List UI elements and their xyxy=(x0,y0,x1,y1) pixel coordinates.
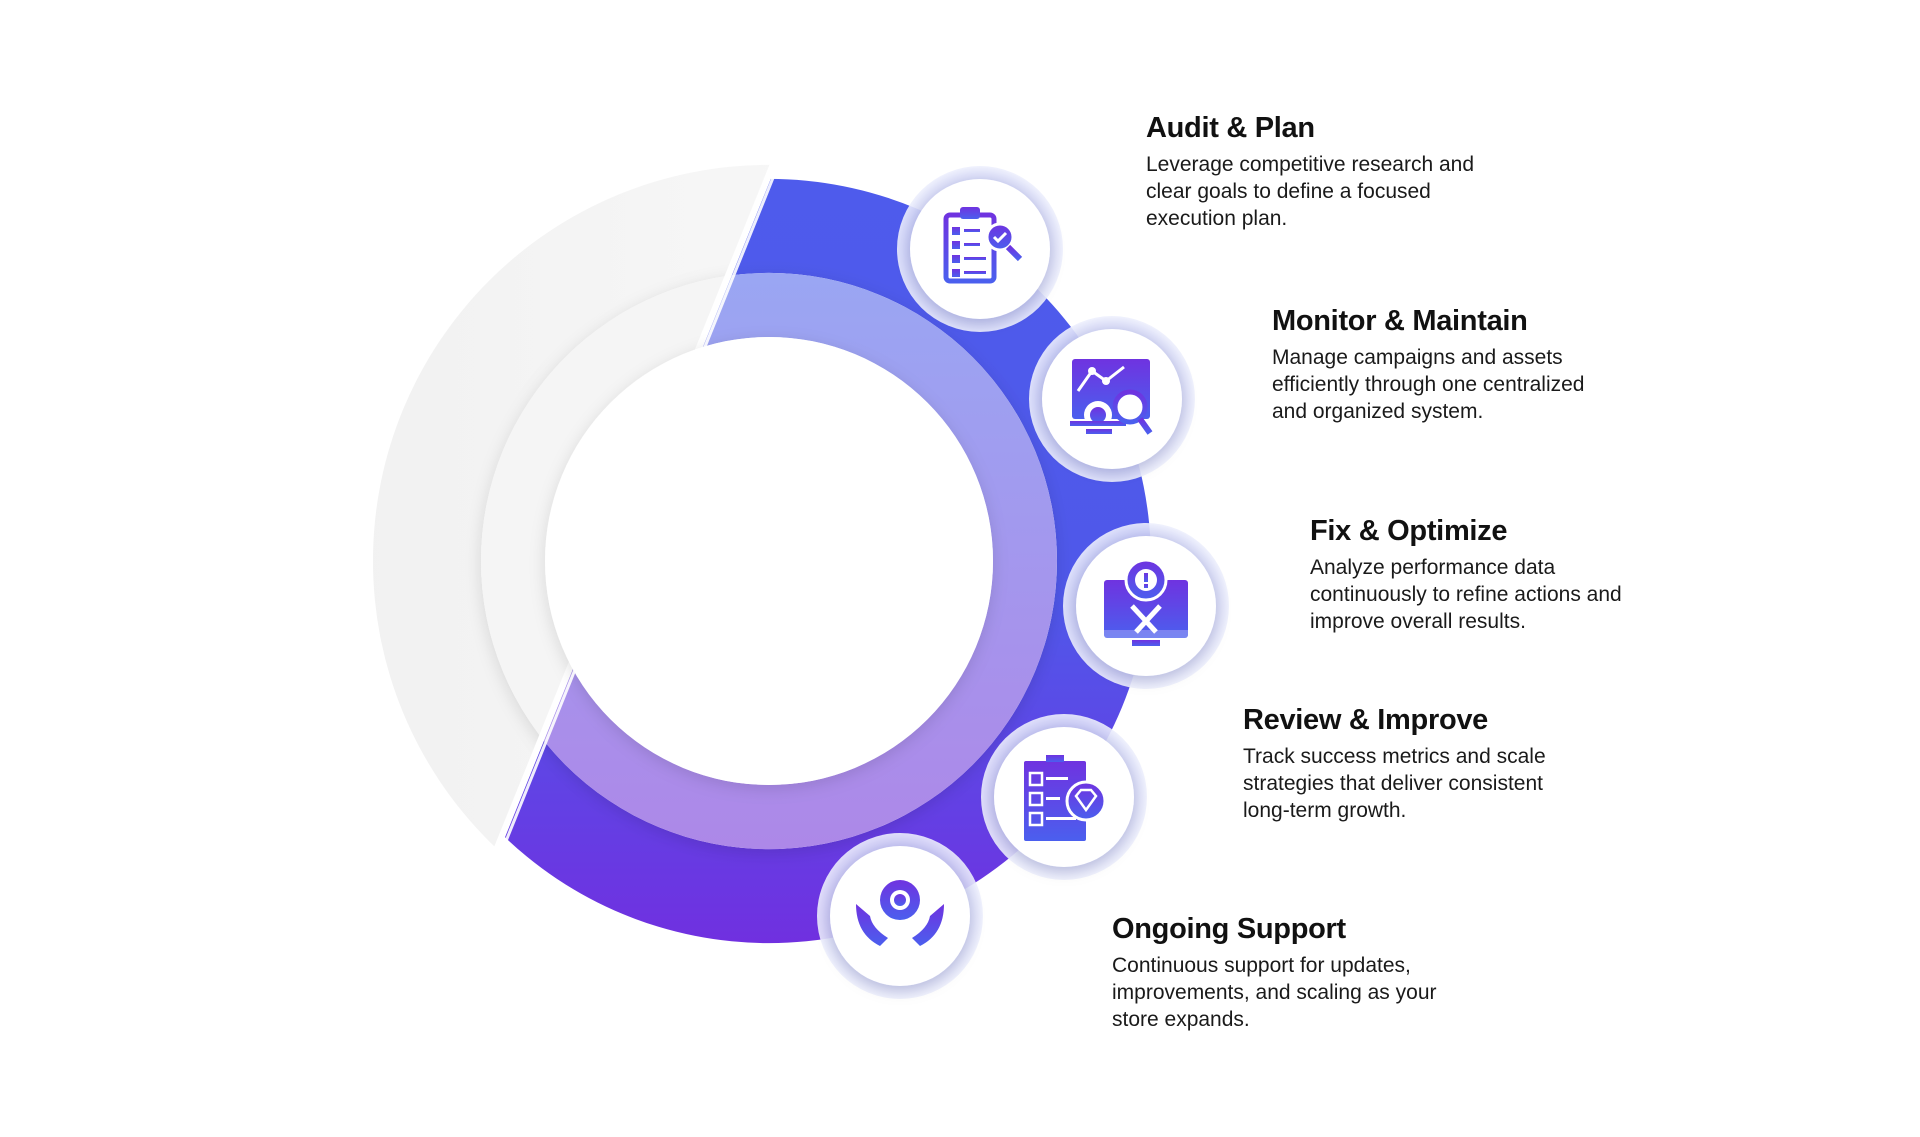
description-line: and organized system. xyxy=(1272,400,1484,423)
hands-gear-icon xyxy=(856,880,944,946)
description-line: Continuous support for updates, xyxy=(1112,954,1411,977)
description-line: strategies that deliver consistent xyxy=(1243,772,1543,795)
checklist-diamond-icon xyxy=(1024,755,1107,841)
description-line: efficiently through one centralized xyxy=(1272,373,1585,396)
description-line: store expands. xyxy=(1112,1008,1250,1031)
description-line: Track success metrics and scale xyxy=(1243,745,1546,768)
step-description: Analyze performance data continuously to … xyxy=(1310,554,1622,635)
step-icon-badge xyxy=(897,166,1063,332)
step-title: Monitor & Maintain xyxy=(1272,305,1528,337)
center-circle xyxy=(545,337,993,785)
description-line: improve overall results. xyxy=(1310,610,1526,633)
description-line: continuously to refine actions and xyxy=(1310,583,1622,606)
step-title: Fix & Optimize xyxy=(1310,515,1508,547)
step-icon-badge xyxy=(1063,523,1229,689)
step-description: Leverage competitive research and clear g… xyxy=(1146,151,1474,232)
description-line: improvements, and scaling as your xyxy=(1112,981,1437,1004)
monitor-chart-search-icon xyxy=(1070,359,1153,435)
step-title: Review & Improve xyxy=(1243,704,1489,736)
description-line: long-term growth. xyxy=(1243,799,1407,822)
divider-line xyxy=(502,157,783,847)
description-line: Analyze performance data xyxy=(1310,556,1556,579)
step-icon-badge xyxy=(1029,316,1195,482)
step-icon-badge xyxy=(981,714,1147,880)
description-line: Leverage competitive research and xyxy=(1146,153,1475,176)
monitor-gear-wrench-icon xyxy=(1104,558,1188,646)
step-description: Track success metrics and scale strategie… xyxy=(1243,743,1546,824)
badge-circle xyxy=(910,179,1050,319)
step-icon-badge xyxy=(817,833,983,999)
step-title: Ongoing Support xyxy=(1112,913,1346,945)
step-description: Continuous support for updates, improveme… xyxy=(1112,952,1437,1033)
step-title: Audit & Plan xyxy=(1146,112,1315,144)
step-description: Manage campaigns and assets efficiently t… xyxy=(1272,344,1584,425)
description-line: Manage campaigns and assets xyxy=(1272,346,1563,369)
description-line: clear goals to define a focused xyxy=(1146,180,1431,203)
description-line: execution plan. xyxy=(1146,207,1288,230)
clipboard-check-icon xyxy=(943,207,1023,284)
